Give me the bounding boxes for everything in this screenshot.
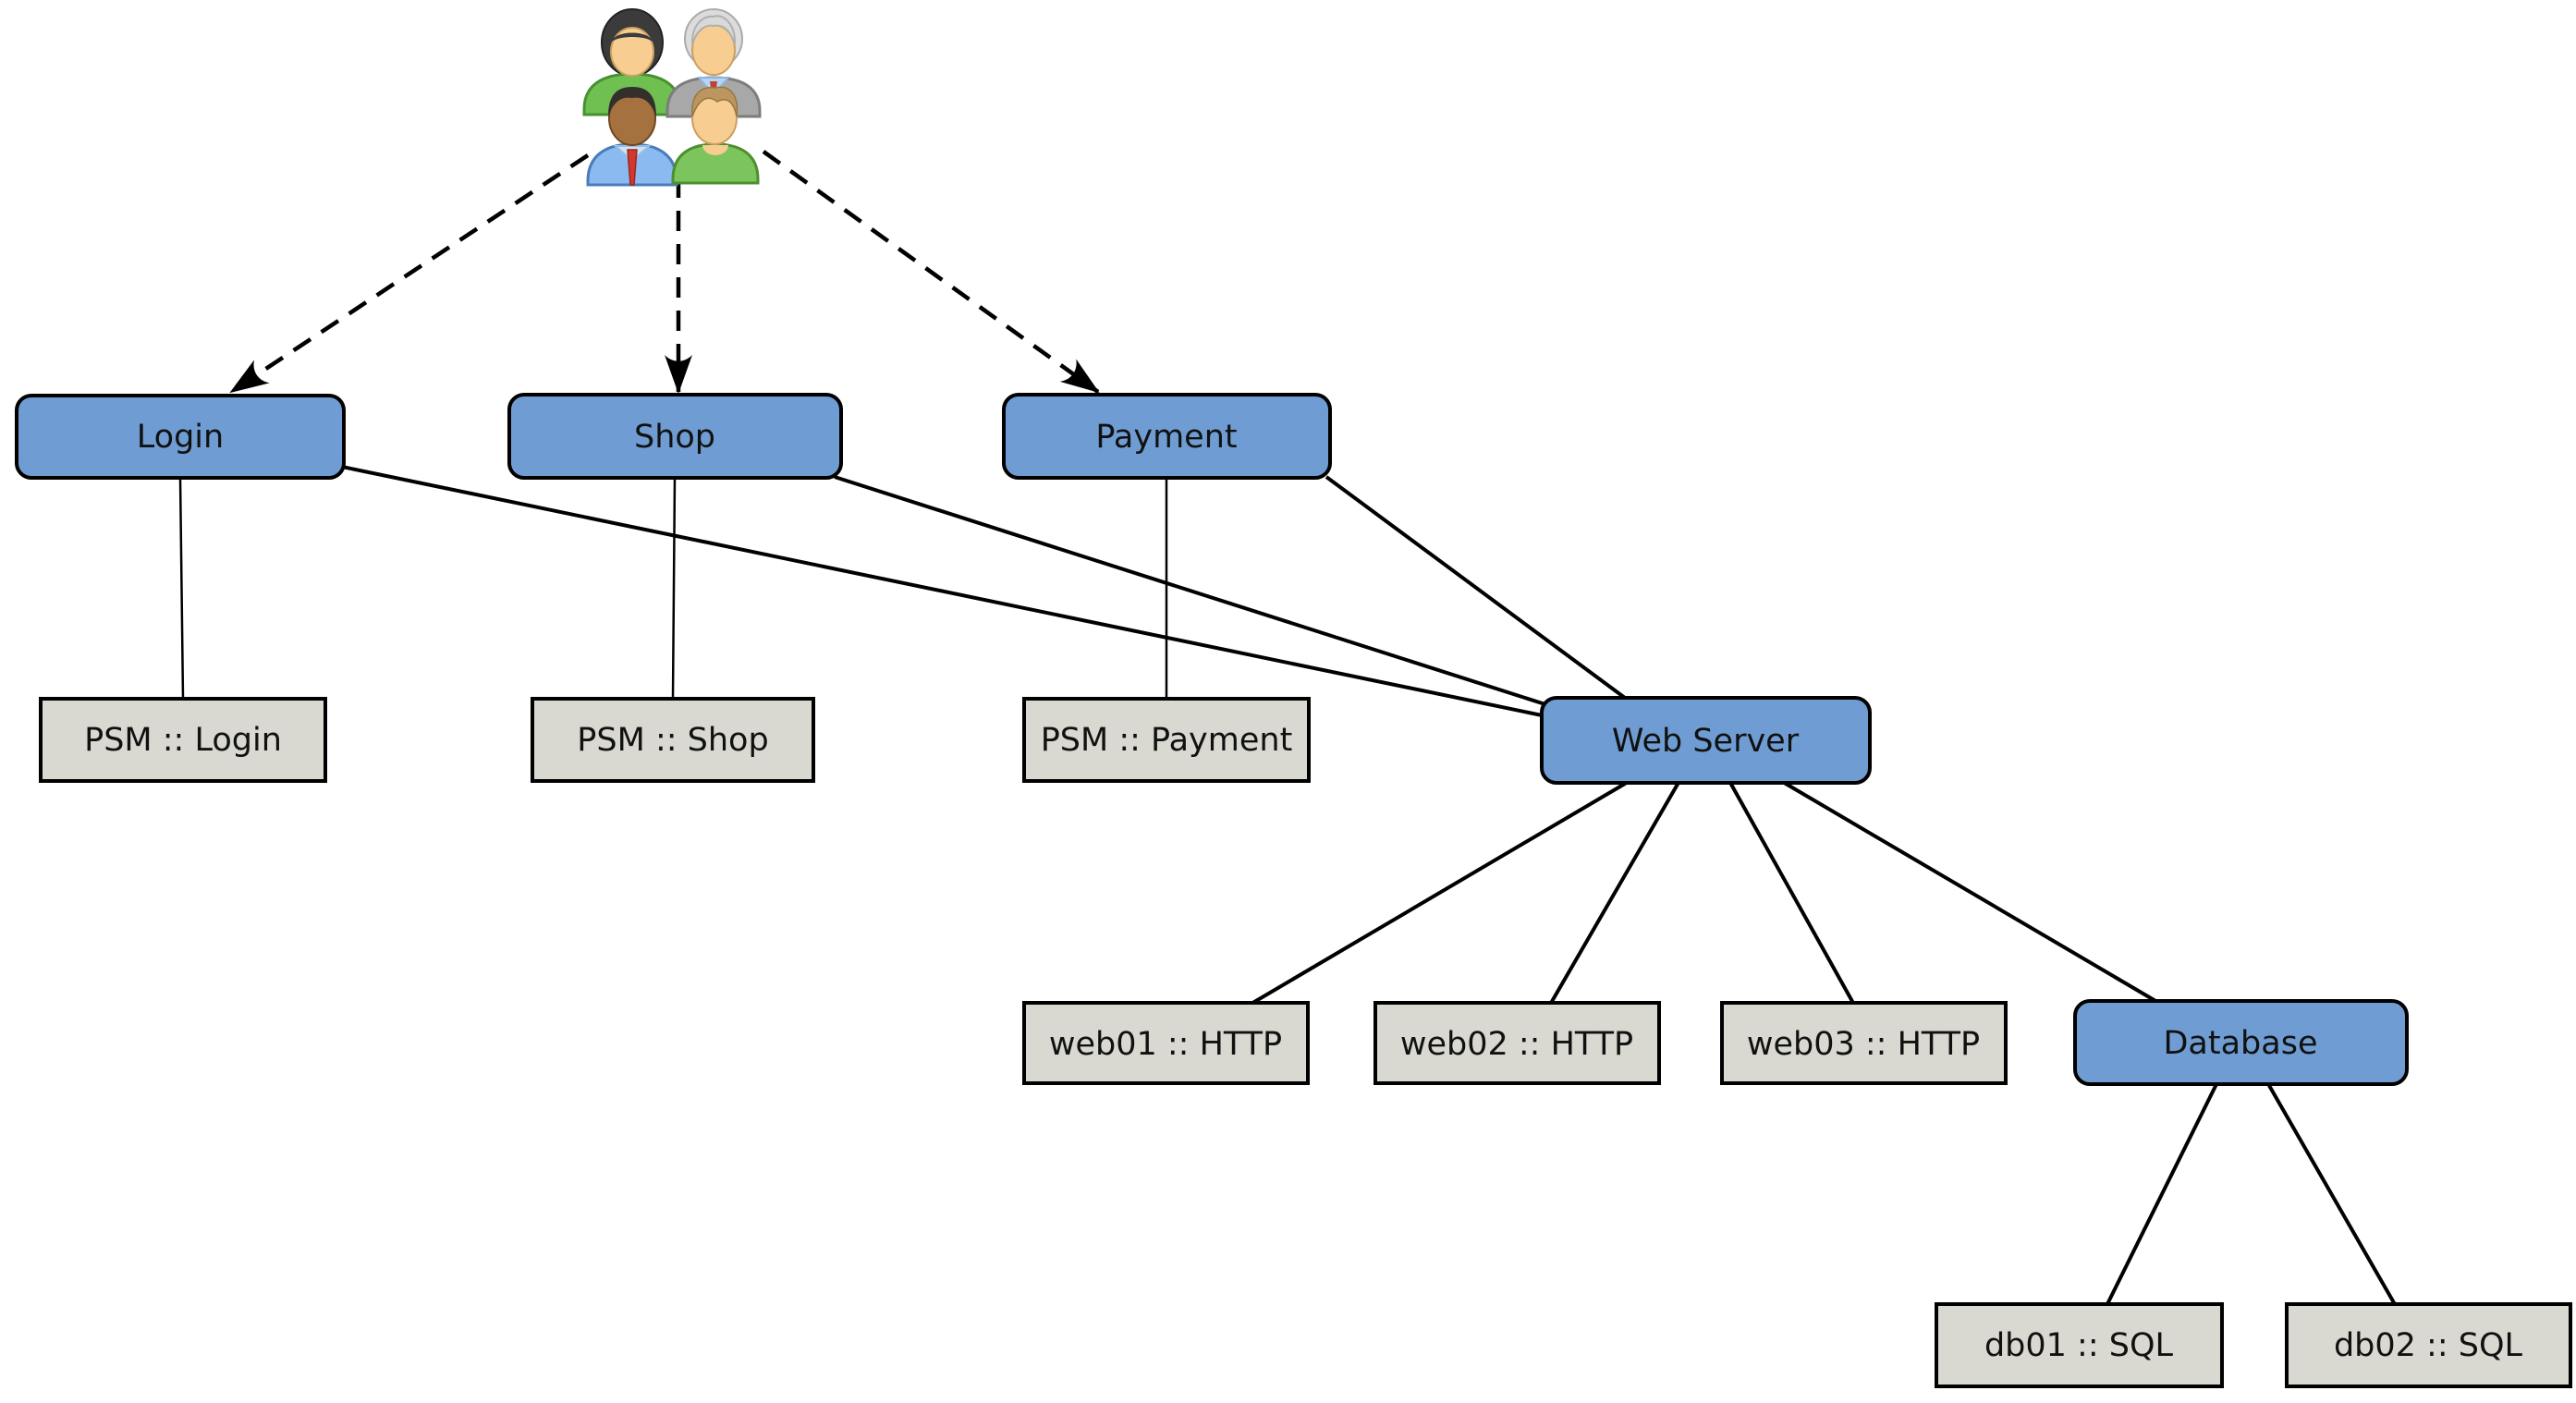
node-web03-label: web03 :: HTTP <box>1747 1026 1980 1063</box>
edge-web-server-database <box>1779 779 2164 1006</box>
users-group-icon <box>582 8 762 187</box>
node-shop: Shop <box>507 393 843 480</box>
node-shop-label: Shop <box>634 419 715 456</box>
node-db01: db01 :: SQL <box>1935 1302 2224 1388</box>
edge-users-login <box>229 153 590 394</box>
edge-shop-web-server <box>834 475 1552 708</box>
node-psm-login-label: PSM :: Login <box>84 722 282 759</box>
node-web01: web01 :: HTTP <box>1022 1001 1310 1085</box>
node-database-label: Database <box>2163 1025 2317 1062</box>
nodes: Login Shop Payment PSM :: Login PSM :: S… <box>15 393 2572 1388</box>
edge-shop-psm-shop <box>671 477 677 700</box>
node-psm-payment: PSM :: Payment <box>1022 697 1311 783</box>
node-db02-label: db02 :: SQL <box>2334 1327 2523 1364</box>
node-database: Database <box>2073 999 2409 1086</box>
node-db01-label: db01 :: SQL <box>1984 1327 2174 1364</box>
node-psm-shop: PSM :: Shop <box>531 697 815 783</box>
edge-login-web-server <box>341 465 1552 719</box>
node-payment: Payment <box>1002 393 1332 480</box>
edge-database-db01 <box>2105 1081 2219 1307</box>
edge-login-psm-login <box>178 477 185 700</box>
node-psm-login: PSM :: Login <box>39 697 327 783</box>
node-web02-label: web02 :: HTTP <box>1400 1026 1633 1063</box>
node-web02: web02 :: HTTP <box>1373 1001 1661 1085</box>
person-icon <box>671 86 760 185</box>
node-login: Login <box>15 394 346 480</box>
node-payment-label: Payment <box>1095 419 1237 456</box>
node-web-server: Web Server <box>1540 696 1872 785</box>
edge-web-server-web03 <box>1728 780 1856 1006</box>
node-web-server-label: Web Server <box>1612 723 1800 760</box>
edges <box>178 150 2398 1307</box>
node-web01-label: web01 :: HTTP <box>1049 1026 1282 1063</box>
node-web03: web03 :: HTTP <box>1720 1001 2008 1085</box>
node-psm-payment-label: PSM :: Payment <box>1041 722 1293 759</box>
node-login-label: Login <box>137 419 224 456</box>
edge-payment-web-server <box>1325 475 1630 702</box>
edge-users-payment <box>762 150 1100 394</box>
edge-web-server-web01 <box>1248 779 1631 1006</box>
edge-web-server-web02 <box>1548 779 1681 1006</box>
person-icon <box>586 87 678 187</box>
node-db02: db02 :: SQL <box>2285 1302 2572 1388</box>
node-psm-shop-label: PSM :: Shop <box>577 722 768 759</box>
edge-database-db02 <box>2265 1081 2398 1307</box>
